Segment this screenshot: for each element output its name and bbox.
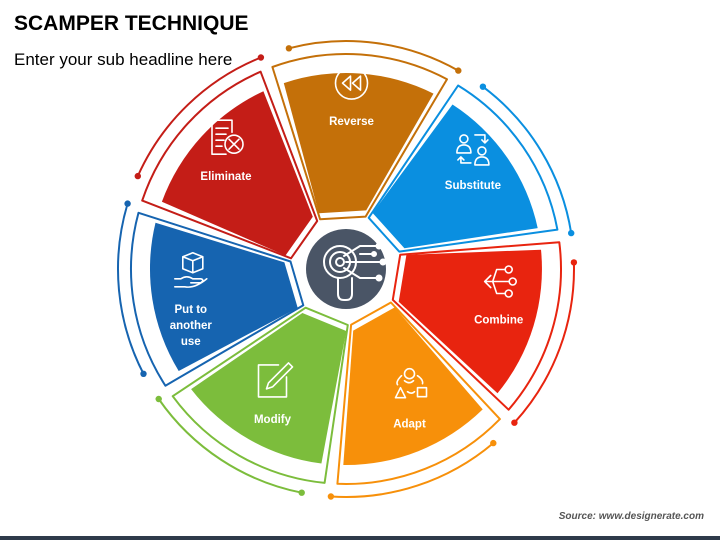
document-cross-icon bbox=[211, 119, 244, 155]
segment-label: Modify bbox=[254, 414, 292, 426]
segment-modify: Modify bbox=[155, 306, 349, 496]
arc-dot bbox=[568, 229, 575, 237]
magnifier-circuit-icon bbox=[323, 242, 387, 301]
rewind-icon bbox=[334, 66, 369, 100]
bottom-bar bbox=[0, 536, 720, 540]
segment-outline bbox=[271, 53, 448, 221]
segment-label: Put to bbox=[175, 304, 208, 316]
segment-label: Eliminate bbox=[200, 171, 251, 183]
arc-dot bbox=[298, 489, 305, 496]
segment-label: another bbox=[170, 320, 213, 332]
segment-substitute: Substitute bbox=[367, 83, 575, 253]
segment-fill bbox=[283, 72, 434, 214]
source-credit: Source: www.designerate.com bbox=[558, 511, 704, 522]
center-hub bbox=[306, 229, 387, 309]
segment-label: Substitute bbox=[445, 180, 501, 192]
segment-outline bbox=[336, 301, 501, 485]
segment-put-to-another-use: Put to another use bbox=[117, 200, 305, 387]
arc-dot bbox=[155, 395, 162, 403]
box-hand-icon bbox=[174, 251, 208, 288]
segment-outline bbox=[171, 306, 349, 484]
segment-label: Reverse bbox=[329, 116, 374, 128]
segment-combine: Combine bbox=[391, 241, 578, 426]
segment-arc bbox=[157, 398, 302, 494]
arc-dot bbox=[140, 370, 147, 377]
merge-arrows-icon bbox=[483, 265, 518, 298]
segment-arc bbox=[117, 203, 145, 375]
segment-fill bbox=[343, 307, 483, 466]
arc-dot bbox=[570, 259, 578, 266]
edit-pencil-icon bbox=[257, 362, 294, 398]
segment-arc bbox=[330, 442, 494, 498]
segment-label: Combine bbox=[474, 315, 523, 327]
shapes-cycle-icon bbox=[394, 367, 428, 399]
arc-dot bbox=[490, 439, 497, 447]
arc-dot bbox=[455, 67, 462, 74]
arc-dot bbox=[134, 172, 141, 180]
segment-label: use bbox=[181, 336, 201, 348]
segment-arc bbox=[513, 262, 575, 424]
page-title: SCAMPER TECHNIQUE bbox=[14, 12, 249, 35]
segment-arc bbox=[288, 40, 459, 72]
segment-outline bbox=[367, 84, 559, 253]
segment-adapt: Adapt bbox=[327, 301, 501, 500]
arc-dot bbox=[479, 83, 487, 90]
segment-eliminate: Eliminate bbox=[134, 54, 319, 260]
segment-fill bbox=[149, 222, 298, 371]
segment-outline bbox=[141, 70, 319, 260]
people-swap-icon bbox=[456, 134, 490, 166]
segment-outline bbox=[391, 241, 562, 411]
arc-dot bbox=[257, 54, 265, 61]
arc-dot bbox=[327, 493, 335, 500]
segment-arc bbox=[482, 85, 573, 234]
page-subtitle: Enter your sub headline here bbox=[14, 50, 233, 69]
arc-dot bbox=[511, 419, 518, 426]
segment-fill bbox=[398, 249, 542, 394]
arc-dot bbox=[285, 45, 293, 52]
segment-reverse: Reverse bbox=[271, 40, 462, 221]
arc-dot bbox=[124, 200, 131, 207]
segment-label: Adapt bbox=[393, 419, 426, 431]
segment-arc bbox=[136, 56, 262, 177]
segment-fill bbox=[161, 91, 313, 256]
segment-fill bbox=[372, 104, 538, 249]
segment-outline bbox=[130, 211, 305, 387]
